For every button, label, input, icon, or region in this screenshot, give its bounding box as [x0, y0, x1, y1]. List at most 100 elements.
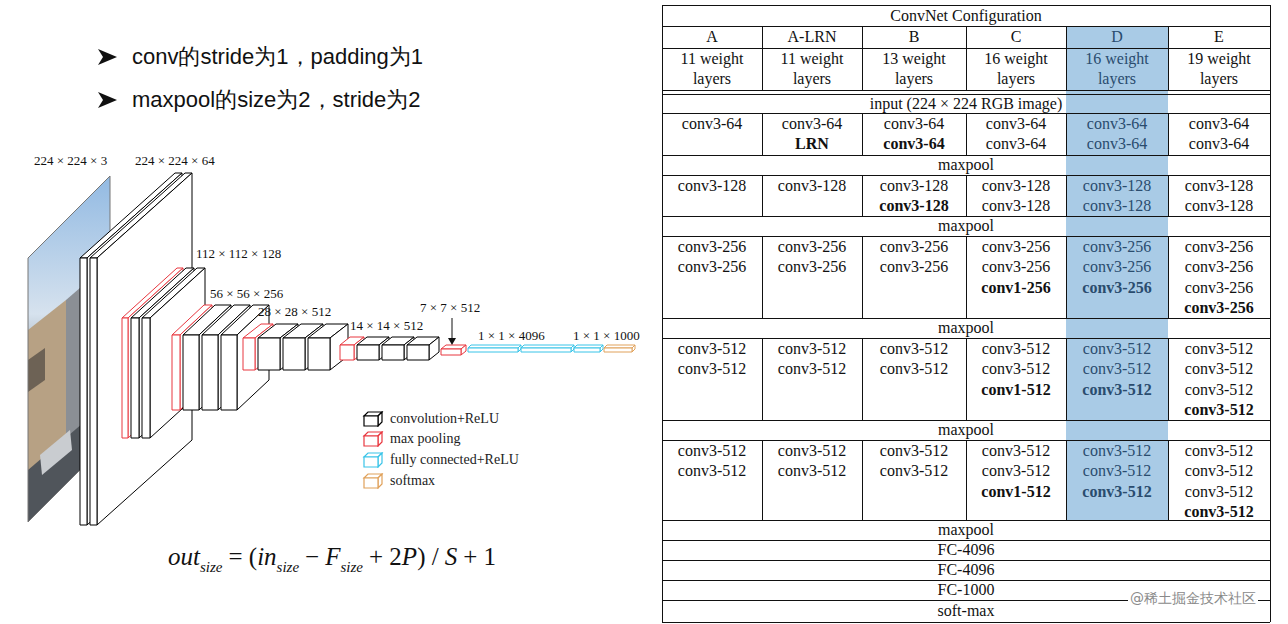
swatch-face	[378, 412, 382, 426]
table-rule	[1066, 26, 1067, 48]
table-cell: conv3-512	[863, 339, 965, 359]
table-rule	[662, 5, 663, 622]
table-cell: D	[1067, 27, 1167, 47]
legend-text: fully connected+ReLU	[390, 452, 519, 468]
table-cell: A-LRN	[763, 27, 861, 47]
table-cell: A	[663, 27, 761, 47]
block-front-face	[258, 338, 280, 370]
table-header-cell: 19 weight layers	[1172, 49, 1266, 89]
table-cell: conv3-128	[1169, 176, 1269, 196]
table-rule	[662, 175, 663, 216]
table-rule	[762, 236, 763, 318]
table-rule	[762, 338, 763, 420]
table-cell: conv3-256	[967, 257, 1065, 277]
feature-map-block	[142, 268, 205, 438]
table-rule	[662, 318, 1270, 319]
table-rule	[1066, 440, 1067, 520]
table-cell: conv3-256	[1169, 278, 1269, 298]
table-header-cell: 16 weight layers	[970, 49, 1062, 89]
table-cell: conv3-512	[763, 461, 861, 481]
formula-term: S	[445, 543, 458, 570]
block-front-face	[202, 335, 218, 410]
swatch-face	[378, 453, 382, 467]
formula-term: + 1	[463, 543, 496, 570]
block-front-face	[340, 345, 354, 360]
table-cell: conv3-512	[1067, 359, 1167, 379]
highlight-column	[1066, 26, 1168, 520]
table-rule	[662, 540, 1270, 541]
table-cell: maxpool	[663, 216, 1269, 236]
table-rule	[662, 440, 663, 520]
table-rule	[662, 318, 1270, 319]
feature-maps	[80, 173, 635, 525]
table-rule	[1168, 236, 1169, 318]
table-cell: conv1-256	[967, 278, 1065, 298]
block-front-face	[243, 338, 255, 370]
table-cell: conv3-256	[1169, 298, 1269, 318]
block-front-face	[357, 345, 379, 360]
block-front-face	[283, 338, 305, 370]
legend-text: convolution+ReLU	[390, 411, 499, 427]
table-rule	[1168, 175, 1169, 216]
bullet-text: maxpool的size为2，stride为2	[132, 87, 421, 113]
legend-swatch	[362, 411, 384, 427]
table-rule	[862, 48, 863, 90]
formula-term: = (	[228, 543, 257, 570]
formula-term: + 2	[369, 543, 402, 570]
table-cell: conv3-64	[863, 114, 965, 134]
table-cell: conv3-512	[663, 461, 761, 481]
block-front-face	[604, 348, 632, 352]
table-cell: conv3-512	[663, 441, 761, 461]
table-rule	[662, 420, 1270, 421]
table-cell: B	[863, 27, 965, 47]
swatch-face	[364, 416, 378, 426]
table-cell: FC-4096	[663, 560, 1269, 580]
table-rule	[762, 440, 763, 520]
table-rule	[966, 236, 967, 318]
table-cell: maxpool	[663, 155, 1269, 175]
table-cell: conv3-256	[863, 237, 965, 257]
swatch-face	[364, 436, 378, 446]
table-rule	[662, 420, 1270, 421]
table-rule	[662, 155, 1270, 156]
table-cell: conv3-512	[763, 359, 861, 379]
table-rule	[966, 338, 967, 420]
dimension-label: 28 × 28 × 512	[258, 304, 331, 319]
table-rule	[1066, 338, 1067, 420]
table-cell: conv3-512	[1067, 380, 1167, 400]
table-rule	[662, 216, 1270, 217]
table-cell: conv3-512	[863, 441, 965, 461]
table-cell: conv3-128	[763, 176, 861, 196]
table-cell: conv3-128	[1169, 196, 1269, 216]
table-cell: conv3-512	[967, 461, 1065, 481]
formula-term: −	[305, 543, 319, 570]
table-rule	[662, 560, 1270, 561]
legend-text: max pooling	[390, 431, 460, 447]
table-cell: conv3-128	[1067, 176, 1167, 196]
table-rule	[662, 113, 663, 155]
dimension-label: 1 × 1 × 1000	[573, 328, 640, 343]
table-cell: conv1-512	[967, 482, 1065, 502]
table-cell: conv1-512	[967, 380, 1065, 400]
formula-term: in	[257, 543, 276, 570]
legend-row: convolution+ReLU	[362, 409, 499, 429]
table-cell: conv3-512	[1169, 441, 1269, 461]
formula: outsize= (insize−Fsize+ 2P) /S+ 1	[168, 540, 496, 584]
table-rule	[1168, 338, 1169, 420]
table-cell: conv3-512	[1169, 482, 1269, 502]
dimension-label: 224 × 224 × 3	[34, 153, 107, 168]
table-cell: conv3-512	[1067, 441, 1167, 461]
table-rule	[862, 26, 863, 48]
table-rule	[1066, 175, 1067, 216]
table-rule	[762, 26, 763, 48]
bullet-arrow	[98, 49, 117, 65]
table-rule	[966, 113, 967, 155]
legend-swatch	[362, 431, 384, 447]
table-cell: maxpool	[663, 420, 1269, 440]
table-cell: conv3-512	[1169, 359, 1269, 379]
bullet-arrow	[98, 92, 117, 108]
table-rule	[862, 236, 863, 318]
formula-subscript: size	[200, 559, 223, 575]
block-front-face	[90, 258, 97, 525]
table-rule	[662, 26, 663, 48]
